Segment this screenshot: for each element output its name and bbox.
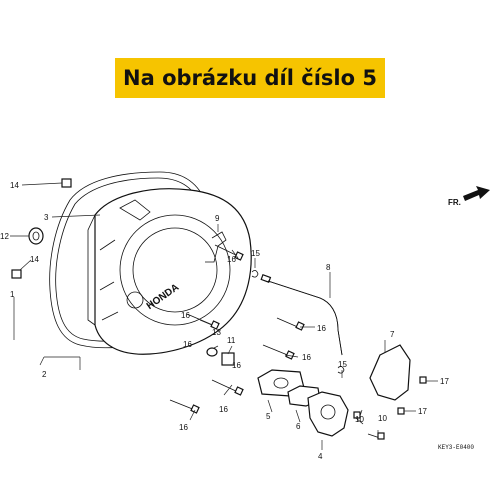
part-number-banner: Na obrázku díl číslo 5 [115, 58, 385, 98]
clip-part-15-upper [251, 270, 259, 278]
callout-16-b: 16 [317, 324, 326, 333]
callout-16-h: 16 [179, 423, 188, 432]
plug-part-11 [221, 352, 235, 366]
callout-11: 11 [227, 336, 236, 345]
carburetor-part-4 [307, 391, 349, 437]
carburetor-part-4-bore [320, 404, 336, 420]
callout-6: 6 [296, 422, 301, 431]
callout-8: 8 [326, 263, 331, 272]
callout-12: 12 [0, 232, 9, 241]
cap-part-14-top [61, 178, 72, 188]
cable-part-8 [260, 273, 343, 356]
cap-part-14-left [11, 269, 22, 279]
callout-labels: 14 3 12 14 1 2 9 16 15 8 16 16 13 11 16 … [0, 181, 449, 461]
drawing-code: KEY3-E0400 [438, 444, 474, 451]
callout-17-a: 17 [440, 377, 449, 386]
callout-2: 2 [42, 370, 47, 379]
callout-13: 13 [212, 328, 221, 337]
callout-16-g: 16 [219, 405, 228, 414]
oil-seal-part-12-hole [32, 231, 40, 241]
oil-seal-part-12 [28, 227, 44, 245]
front-direction-label: FR. [448, 198, 461, 207]
callout-16-d: 16 [183, 340, 192, 349]
leader-lines [10, 182, 438, 450]
callout-14-top: 14 [10, 181, 19, 190]
callout-4: 4 [318, 452, 323, 461]
callout-5: 5 [266, 412, 271, 421]
crankcase-cover-part-3: HONDA [87, 188, 252, 355]
clamp-part-9 [205, 231, 227, 263]
callout-16-c: 16 [181, 311, 190, 320]
callout-7: 7 [390, 330, 395, 339]
callout-16-e: 16 [302, 353, 311, 362]
callout-15-lower: 15 [338, 360, 347, 369]
callout-17-b: 17 [418, 407, 427, 416]
callout-10-b: 10 [378, 414, 387, 423]
insulator-part-5-port [273, 377, 289, 389]
callout-14-left: 14 [30, 255, 39, 264]
washer-part-13 [206, 347, 218, 357]
callout-1: 1 [10, 290, 15, 299]
callout-10-a: 10 [355, 415, 364, 424]
callout-3: 3 [44, 213, 49, 222]
clip-part-15-lower [337, 366, 345, 374]
callout-9: 9 [215, 214, 220, 223]
callout-16-f: 16 [232, 361, 241, 370]
callout-16-a: 16 [227, 255, 236, 264]
front-arrow-icon [463, 186, 490, 201]
banner-text: Na obrázku díl číslo 5 [123, 66, 377, 90]
front-direction-indicator: FR. [448, 186, 490, 207]
cover-part-7 [369, 344, 411, 401]
callout-15-upper: 15 [251, 249, 260, 258]
